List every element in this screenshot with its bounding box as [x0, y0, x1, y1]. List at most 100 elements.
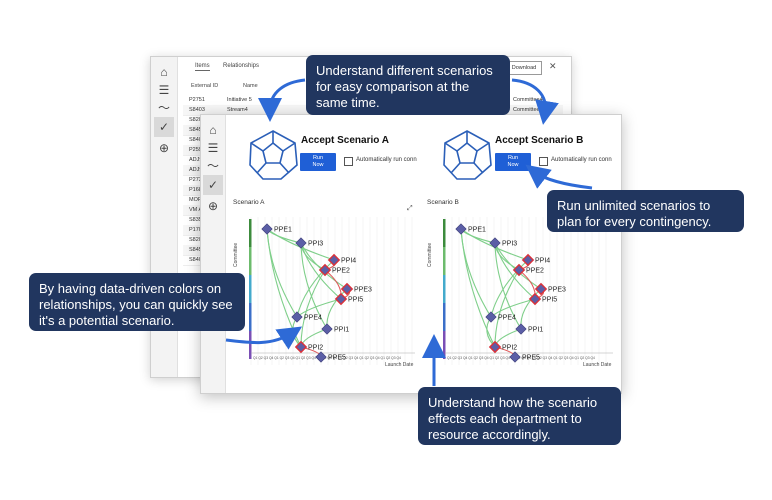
scenario-a-run-button[interactable]: Run Now: [300, 153, 336, 171]
node-marker[interactable]: [488, 340, 502, 354]
cell-external-id: P2751: [189, 97, 205, 103]
relationship-edge[interactable]: [300, 242, 328, 330]
cell-external-id: S8403: [189, 107, 205, 113]
arrow-left: [225, 326, 303, 350]
node-label: PPE2: [332, 268, 350, 275]
relationship-edge[interactable]: [300, 242, 342, 300]
committee-band: [249, 275, 252, 303]
scenario-b-title: Accept Scenario B: [495, 135, 584, 146]
node-marker[interactable]: [509, 351, 521, 363]
cell-external-id: ADJ9: [189, 157, 203, 163]
committee-band: [249, 247, 252, 275]
node-label: PPE5: [522, 355, 540, 362]
node-marker[interactable]: [327, 253, 341, 267]
committee-band: [443, 247, 446, 275]
cell-external-id: P2599: [189, 147, 205, 153]
cell-extra: Committee5: [513, 107, 543, 113]
relationship-edge[interactable]: [494, 242, 536, 300]
node-marker[interactable]: [334, 292, 348, 306]
wave-icon[interactable]: 〜: [206, 159, 219, 173]
add-icon[interactable]: ⊕: [158, 141, 170, 155]
cell-external-id: P1685: [189, 187, 205, 193]
scenario-b-dodecahedron-icon: [443, 130, 492, 180]
scenario-b-auto-label: Automatically run conn: [551, 157, 612, 163]
relationship-edge[interactable]: [460, 228, 496, 348]
expand-icon[interactable]: ⤢: [407, 205, 413, 212]
list-icon[interactable]: ☰: [207, 141, 219, 155]
node-marker[interactable]: [512, 263, 526, 277]
node-marker[interactable]: [321, 323, 333, 335]
cell-extra: Committee4: [513, 97, 543, 103]
node-marker[interactable]: [528, 292, 542, 306]
run-label: Run: [312, 155, 324, 161]
callout-left: By having data-driven colors on relation…: [29, 273, 245, 331]
cell-external-id: S8452: [189, 127, 205, 133]
tab-relationships[interactable]: Relationships: [223, 63, 260, 69]
relationship-edge[interactable]: [494, 242, 522, 330]
close-icon[interactable]: ✕: [549, 61, 557, 71]
node-label: PPI5: [348, 297, 363, 304]
list-icon[interactable]: ☰: [158, 83, 170, 97]
node-label: PPE3: [354, 287, 372, 294]
relationship-edge[interactable]: [490, 259, 529, 318]
node-label: PPE4: [498, 315, 516, 322]
node-marker[interactable]: [534, 282, 548, 296]
node-label: PPE4: [304, 315, 322, 322]
scenario-a-auto-checkbox[interactable]: [344, 157, 353, 166]
scenario-b-run-button[interactable]: Run Now: [495, 153, 531, 171]
committee-band: [443, 275, 446, 303]
node-label: PPI4: [535, 258, 550, 265]
x-tick-labels: Q1 Q2 Q3 Q4 Q1 Q2 Q3 Q4 Q1 Q2 Q3 Q4 Q1 Q…: [447, 356, 595, 360]
column-header-name[interactable]: Name: [243, 83, 258, 89]
relationship-edge[interactable]: [296, 259, 335, 318]
x-axis-label: Launch Date: [583, 362, 612, 367]
scenario-a-chart-label: Scenario A: [233, 199, 265, 206]
relationship-edge[interactable]: [494, 269, 520, 348]
cell-external-id: S8351: [189, 217, 205, 223]
node-label: PPE1: [274, 227, 292, 234]
node-marker[interactable]: [485, 311, 497, 323]
node-marker[interactable]: [318, 263, 332, 277]
node-label: PPI3: [502, 241, 517, 248]
node-marker[interactable]: [295, 237, 307, 249]
add-icon[interactable]: ⊕: [207, 199, 219, 213]
home-icon[interactable]: ⌂: [160, 65, 168, 79]
relationship-edge[interactable]: [460, 228, 529, 261]
arrow-top-right: [511, 78, 559, 125]
node-marker[interactable]: [340, 282, 354, 296]
node-marker[interactable]: [261, 223, 273, 235]
tab-items[interactable]: Items: [195, 63, 210, 71]
node-marker[interactable]: [455, 223, 467, 235]
node-marker[interactable]: [291, 311, 303, 323]
check-icon[interactable]: ✓: [154, 117, 174, 137]
committee-band: [249, 219, 252, 247]
check-icon[interactable]: ✓: [203, 175, 223, 195]
node-label: PPI5: [542, 297, 557, 304]
cell-external-id: ADJ9: [189, 167, 203, 173]
cell-external-id: S8405: [189, 137, 205, 143]
column-header-external-id[interactable]: External ID: [191, 83, 219, 89]
x-tick-labels: Q1 Q2 Q3 Q4 Q1 Q2 Q3 Q4 Q1 Q2 Q3 Q4 Q1 Q…: [253, 356, 401, 360]
x-axis-label: Launch Date: [385, 362, 414, 367]
node-marker[interactable]: [315, 351, 327, 363]
committee-band: [443, 303, 446, 331]
home-icon[interactable]: ⌂: [209, 123, 217, 137]
node-label: PPE2: [526, 268, 544, 275]
node-marker[interactable]: [521, 253, 535, 267]
node-label: PPI1: [334, 327, 349, 334]
node-marker[interactable]: [489, 237, 501, 249]
relationship-edge[interactable]: [266, 228, 335, 261]
now-label: Now: [312, 162, 324, 168]
cell-external-id: MOPS: [189, 197, 206, 203]
node-label: PPE5: [328, 355, 346, 362]
node-label: PPI2: [502, 345, 517, 352]
cell-external-id: S8452: [189, 247, 205, 253]
node-label: PPE3: [548, 287, 566, 294]
cell-name: Initiative 5: [227, 97, 252, 103]
wave-icon[interactable]: 〜: [157, 101, 170, 115]
node-marker[interactable]: [515, 323, 527, 335]
y-axis-label: Committee: [233, 243, 239, 267]
front-window: ⌂ ☰ 〜 ✓ ⊕ Accept Scenario A Run Now Auto…: [200, 114, 622, 394]
node-label: PPI1: [528, 327, 543, 334]
